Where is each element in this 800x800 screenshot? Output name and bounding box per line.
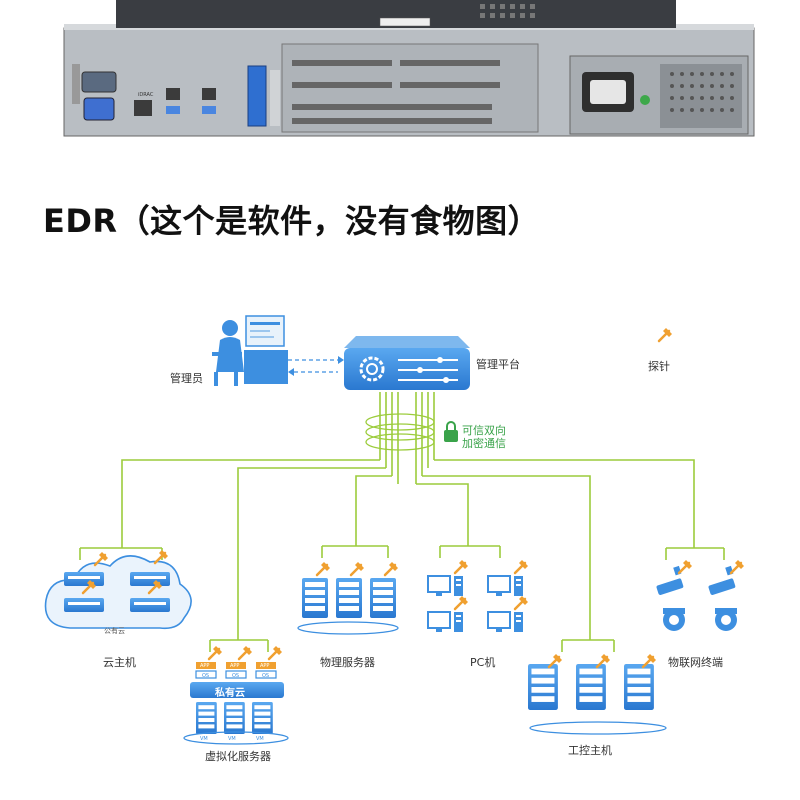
platform-label: 管理平台 xyxy=(476,358,520,371)
chip-vm-1: VM xyxy=(200,736,208,742)
cloud-host-label: 云主机 xyxy=(103,656,136,669)
iot-label: 物联网终端 xyxy=(668,656,723,669)
caption: EDR（这个是软件，没有食物图） xyxy=(43,202,541,240)
physical-server-icon xyxy=(297,560,400,635)
idrac-label: iDRAC xyxy=(138,92,154,98)
physical-server-label: 物理服务器 xyxy=(320,656,375,669)
gear-icon xyxy=(359,356,385,382)
admin-icon xyxy=(212,315,288,386)
lock-icon xyxy=(444,421,458,442)
probe-legend-icon xyxy=(657,326,674,343)
chip-os-1: OS xyxy=(202,673,209,679)
chip-app-2: APP xyxy=(230,663,239,669)
virtual-server-label: 虚拟化服务器 xyxy=(205,750,271,763)
chip-app-3: APP xyxy=(260,663,269,669)
comm-label-line1: 可信双向 xyxy=(462,424,506,437)
public-cloud-icon xyxy=(44,548,192,630)
chip-os-3: OS xyxy=(262,673,269,679)
management-platform xyxy=(344,336,470,390)
server-rear-panel-photo: iDRAC xyxy=(63,0,755,137)
connection-lines xyxy=(79,392,725,652)
private-cloud-icon xyxy=(183,644,289,745)
private-cloud-label: 私有云 xyxy=(215,688,245,699)
pc-icon xyxy=(427,558,530,633)
public-cloud-label: 公有云 xyxy=(104,627,125,635)
chip-vm-2: VM xyxy=(228,736,236,742)
comm-label-line2: 加密通信 xyxy=(462,437,506,450)
encrypted-channel xyxy=(365,413,435,451)
chip-app-1: APP xyxy=(200,663,209,669)
iot-terminal-icon xyxy=(656,558,746,631)
chip-os-2: OS xyxy=(232,673,239,679)
pc-label: PC机 xyxy=(470,656,496,669)
probe-legend-label: 探针 xyxy=(648,360,670,373)
industrial-host-label: 工控主机 xyxy=(568,744,612,757)
admin-label: 管理员 xyxy=(170,372,203,385)
industrial-host-icon xyxy=(528,652,667,735)
admin-link-arrows xyxy=(288,359,338,373)
chip-vm-3: VM xyxy=(256,736,264,742)
